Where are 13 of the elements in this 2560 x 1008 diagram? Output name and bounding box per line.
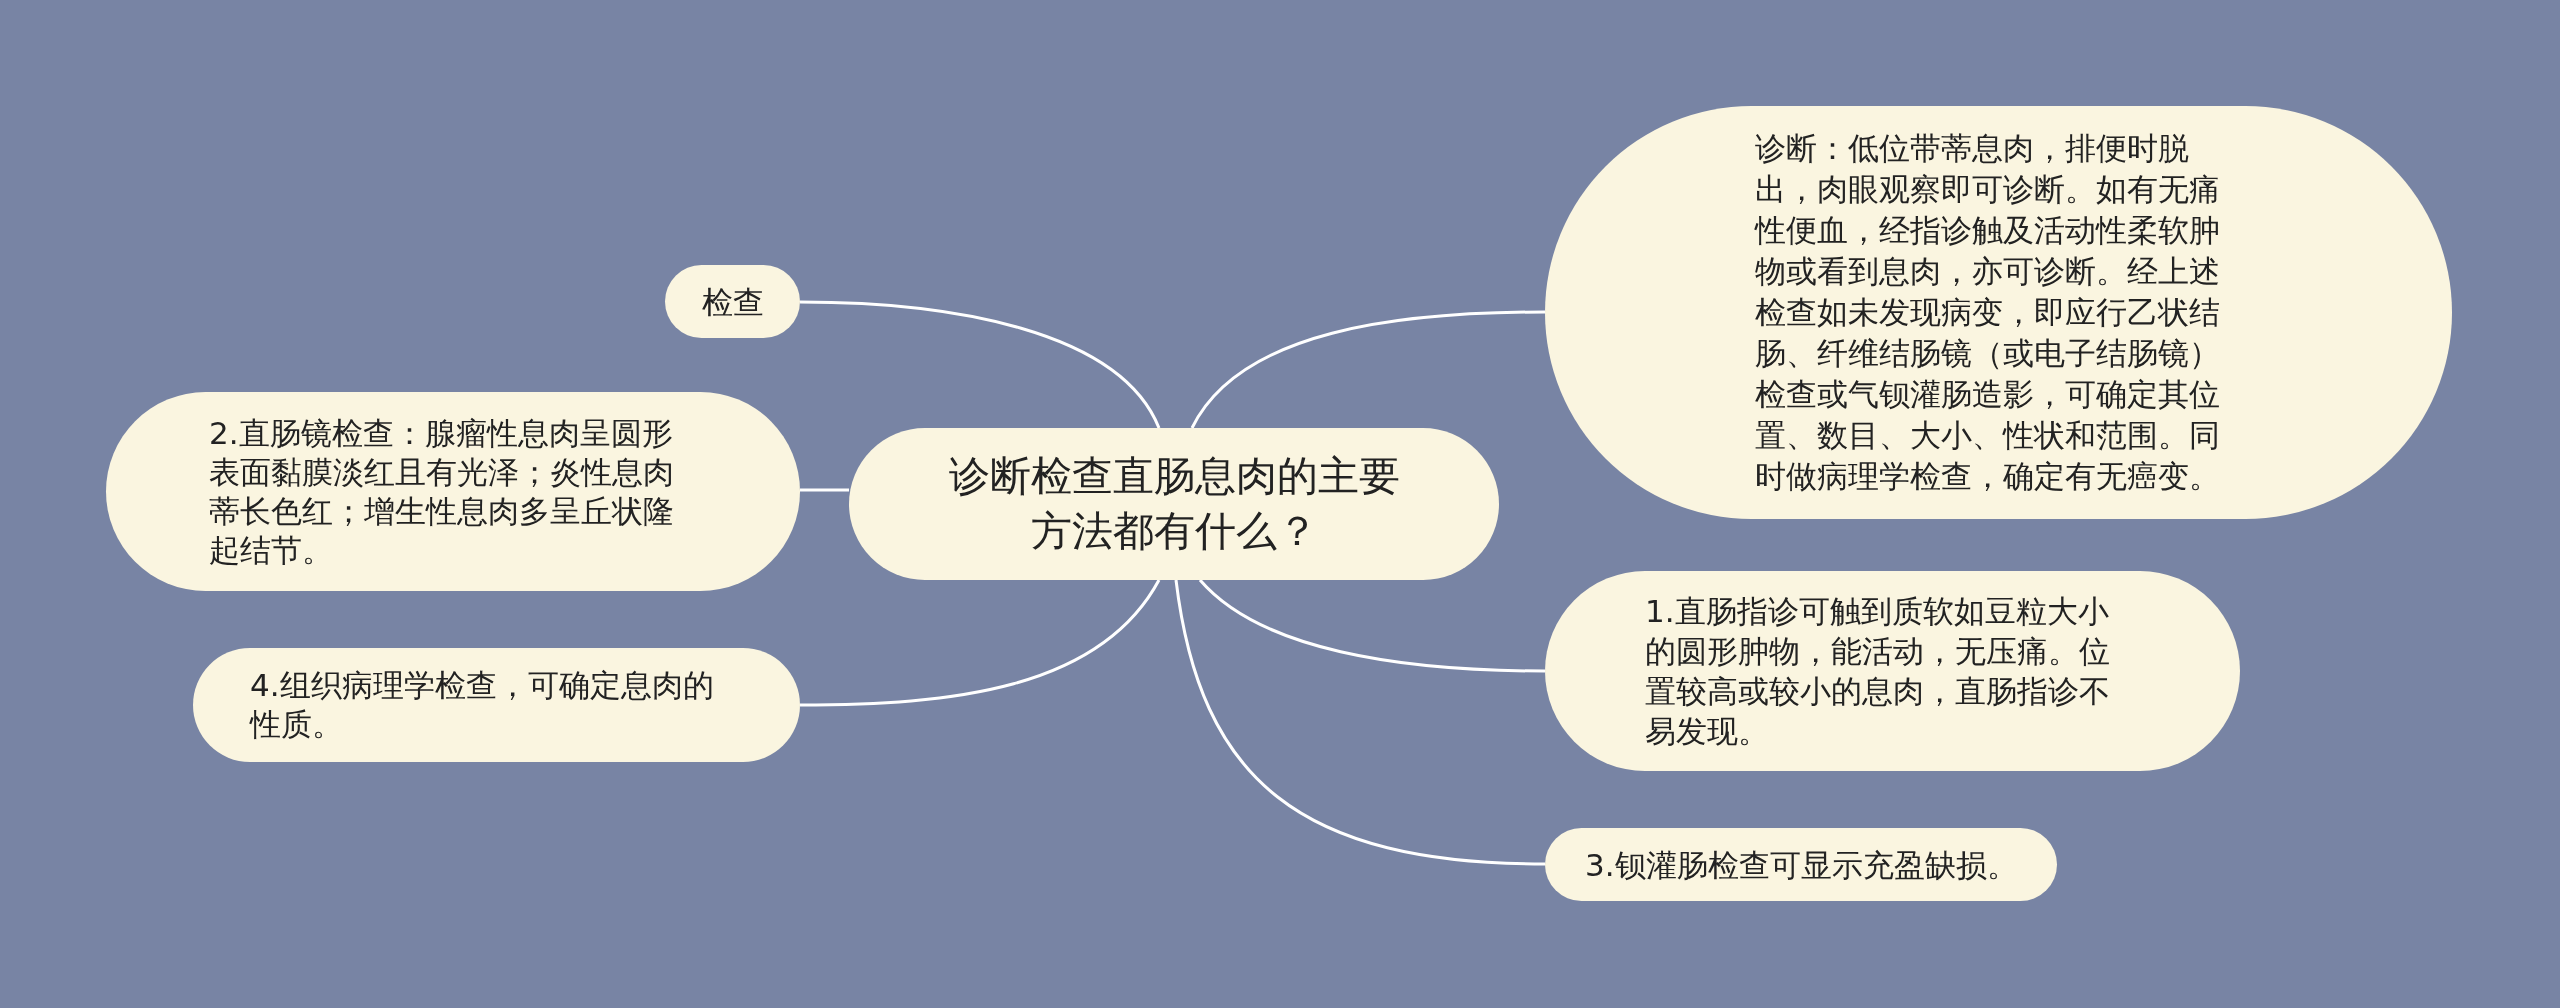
topic-text: 诊断：低位带蒂息肉，排便时脱出，肉眼观察即可诊断。如有无痛性便血，经指诊触及活动性柔软肿物或看到息肉，亦可诊断。经上述检查如未发现病变，即应行乙状结肠、纤维结肠镜（或电子结肠镜）检查或气钡灌肠造影，可确定其位置、数目、大小、性状和范围。同时做病理学检查，确定有无癌变。 [1755, 129, 2221, 496]
connector-line [800, 488, 849, 492]
topic-text: 1.直肠指诊可触到质软如豆粒大小的圆形肿物，能活动，无压痛。位置较高或较小的息肉，直肠指诊不易发现。 [1645, 592, 2111, 751]
connector-line [799, 300, 1161, 429]
connector-line [1190, 310, 1545, 429]
connector-line [1198, 578, 1545, 673]
connector-line [1174, 579, 1546, 866]
topic-text: 检查 [700, 282, 765, 322]
topic-text: 诊断检查直肠息肉的主要方法都有什么？ [947, 451, 1401, 557]
topic-text: 3.钡灌肠检查可显示充盈缺损。 [1585, 845, 2019, 885]
topic-text: 4.组织病理学检查，可确定息肉的性质。 [250, 666, 715, 744]
topic-text: 2.直肠镜检查：腺瘤性息肉呈圆形表面黏膜淡红且有光泽；炎性息肉蒂长色红；增生性息肉多呈丘状隆起结节。 [209, 413, 675, 570]
connector-line [800, 579, 1161, 707]
